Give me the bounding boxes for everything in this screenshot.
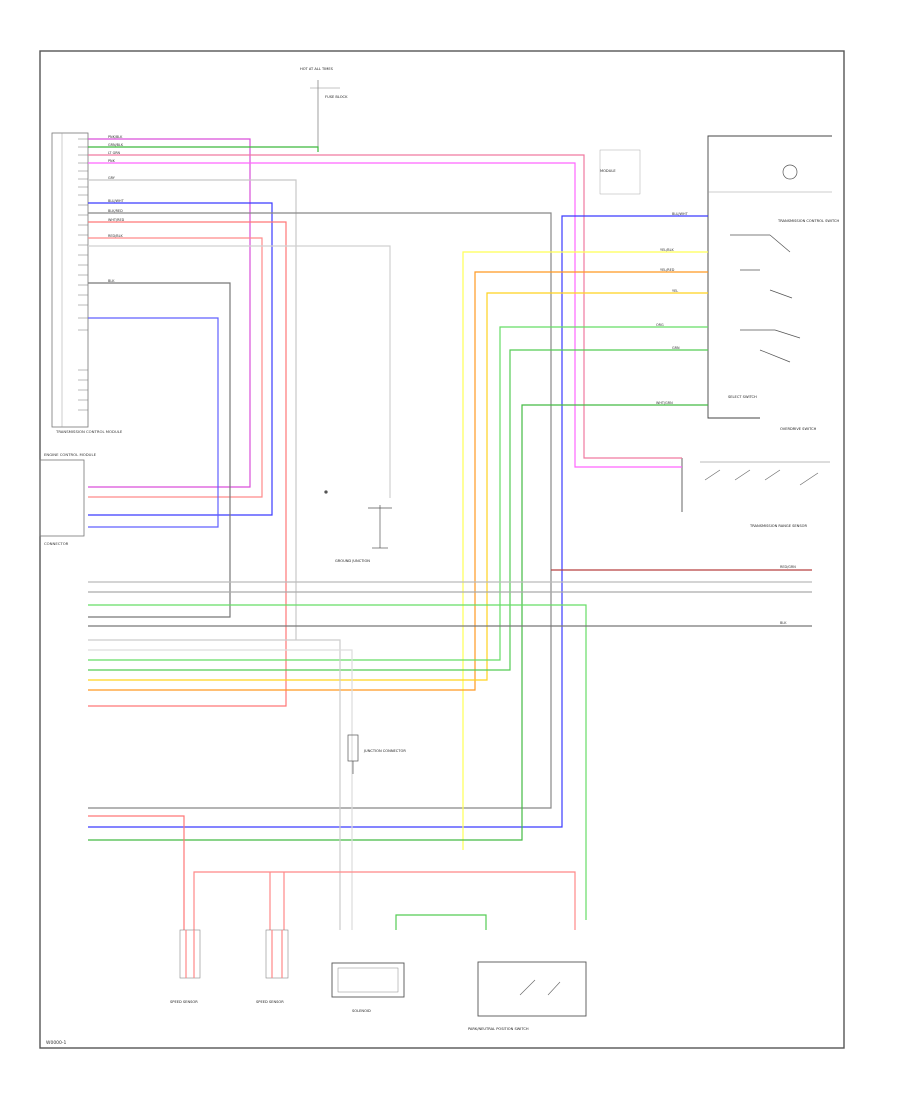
wire-label-right-wht-grn: WHT/GRN bbox=[656, 401, 673, 405]
module-right: MODULE bbox=[599, 135, 832, 419]
wire-grn-right-1 bbox=[88, 326, 708, 661]
wire-blu-mid bbox=[88, 317, 219, 528]
wire-red-bottom-2 bbox=[193, 871, 576, 930]
tcm-pin-ticks bbox=[78, 138, 88, 411]
wire-yel-right bbox=[88, 292, 708, 681]
transmission-control-switch: TRANSMISSION CONTROL SWITCH SELECT SWITC… bbox=[728, 219, 839, 431]
wire-gry-top bbox=[88, 179, 297, 640]
page-frame bbox=[39, 50, 845, 1049]
wire-red-blk-1 bbox=[88, 221, 287, 707]
wire-grn-long bbox=[88, 604, 587, 920]
transmission-range-sensor-label: TRANSMISSION RANGE SENSOR bbox=[749, 524, 807, 528]
overdrive-switch-label: OVERDRIVE SWITCH bbox=[780, 427, 817, 431]
wire-blu-wht-1 bbox=[88, 202, 273, 516]
wire-labels-right: BLU/WHT YEL/BLK YEL/RED YEL ORG GRN WHT/… bbox=[656, 212, 796, 625]
wire-label-pnk-blk: PNK/BLK bbox=[108, 135, 123, 139]
connector-block: CONNECTOR bbox=[44, 541, 69, 546]
ground-junction-label: GROUND JUNCTION bbox=[335, 559, 370, 563]
wire-label-blu-wht: BLU/WHT bbox=[108, 199, 125, 203]
wire-label-wht-red: WHT/RED bbox=[108, 218, 125, 222]
module-right-label: MODULE bbox=[600, 169, 616, 173]
tcm-label: TRANSMISSION CONTROL MODULE bbox=[55, 429, 123, 434]
wire-blu-right bbox=[88, 215, 708, 828]
wire-pnk-lt bbox=[88, 162, 682, 468]
solenoid-block: SOLENOID bbox=[331, 962, 405, 1013]
wire-label-lt-grn: LT GRN bbox=[108, 151, 121, 155]
wire-label-blk-red: BLK/RED bbox=[108, 209, 123, 213]
wire-blk-mid bbox=[88, 282, 231, 618]
junction-connector-label: JUNCTION CONNECTOR bbox=[363, 749, 406, 753]
speed-sensor-b-label: SPEED SENSOR bbox=[256, 1000, 284, 1004]
wire-org-right bbox=[88, 271, 708, 691]
wire-label-red-blk: RED/BLK bbox=[108, 234, 123, 238]
wire-grn-solenoid bbox=[395, 914, 487, 930]
ground-junction: GROUND JUNCTION bbox=[324, 490, 392, 563]
wire-pnk-top bbox=[88, 154, 682, 459]
wire-label-right-blk: BLK bbox=[780, 621, 787, 625]
wire-grn-right-2 bbox=[88, 349, 708, 671]
solenoid-label: SOLENOID bbox=[352, 1009, 371, 1013]
park-neutral-switch: PARK/NEUTRAL POSITION SWITCH bbox=[468, 961, 587, 1031]
wire-wht-4 bbox=[88, 649, 353, 930]
wire-label-right-yel-blk: YEL/BLK bbox=[660, 248, 674, 252]
select-switch-label: SELECT SWITCH bbox=[728, 395, 757, 399]
tcm-block: TRANSMISSION CONTROL MODULE bbox=[51, 132, 123, 434]
fuse-block-label: FUSE BLOCK bbox=[325, 95, 348, 99]
wire-pnk-blk-1 bbox=[88, 138, 251, 488]
wire-label-right-grn: GRN bbox=[672, 346, 680, 350]
engine-control-label: ENGINE CONTROL MODULE bbox=[44, 452, 97, 457]
junction-connector: JUNCTION CONNECTOR bbox=[347, 734, 406, 774]
wire-labels-left: PNK/BLK GRN/BLK LT GRN PNK GRY BLU/WHT B… bbox=[108, 135, 125, 283]
wire-yel-blk-right bbox=[462, 251, 708, 850]
wire-label-right-org: ORG bbox=[656, 323, 664, 327]
wire-red-2 bbox=[88, 237, 263, 498]
wires bbox=[88, 138, 812, 930]
connector-label: CONNECTOR bbox=[44, 541, 69, 546]
fuse-block: HOT AT ALL TIMES FUSE BLOCK bbox=[300, 67, 348, 152]
transmission-control-switch-label: TRANSMISSION CONTROL SWITCH bbox=[777, 219, 839, 223]
speed-sensor-a-label: SPEED SENSOR bbox=[170, 1000, 198, 1004]
wire-grn-right-3 bbox=[88, 404, 708, 841]
wire-label-right-yel-red: YEL/RED bbox=[660, 268, 675, 272]
wire-label-right-yel: YEL bbox=[672, 289, 678, 293]
wire-blk-top bbox=[88, 212, 552, 809]
wire-grn-blk bbox=[88, 146, 319, 152]
wire-label-right-red-grn: RED/GRN bbox=[780, 565, 796, 569]
wire-label-gry: GRY bbox=[108, 176, 116, 180]
wire-label-pnk: PNK bbox=[108, 159, 116, 163]
transmission-range-sensor: TRANSMISSION RANGE SENSOR bbox=[681, 458, 830, 528]
wire-label-grn-blk: GRN/BLK bbox=[108, 143, 124, 147]
hot-at-all-times-label: HOT AT ALL TIMES bbox=[300, 67, 334, 71]
wire-gry-3 bbox=[88, 639, 341, 930]
wire-gry-2 bbox=[88, 245, 391, 498]
speed-sensor-a: SPEED SENSOR bbox=[170, 929, 201, 1004]
speed-sensor-b: SPEED SENSOR bbox=[256, 929, 289, 1004]
wire-label-right-blu: BLU/WHT bbox=[672, 212, 689, 216]
wire-red-bottom bbox=[88, 815, 185, 930]
engine-control-block: ENGINE CONTROL MODULE bbox=[39, 452, 97, 537]
wire-label-blk: BLK bbox=[108, 279, 115, 283]
park-neutral-switch-label: PARK/NEUTRAL POSITION SWITCH bbox=[468, 1027, 529, 1031]
footer-code: W0000-1 bbox=[46, 1040, 67, 1046]
